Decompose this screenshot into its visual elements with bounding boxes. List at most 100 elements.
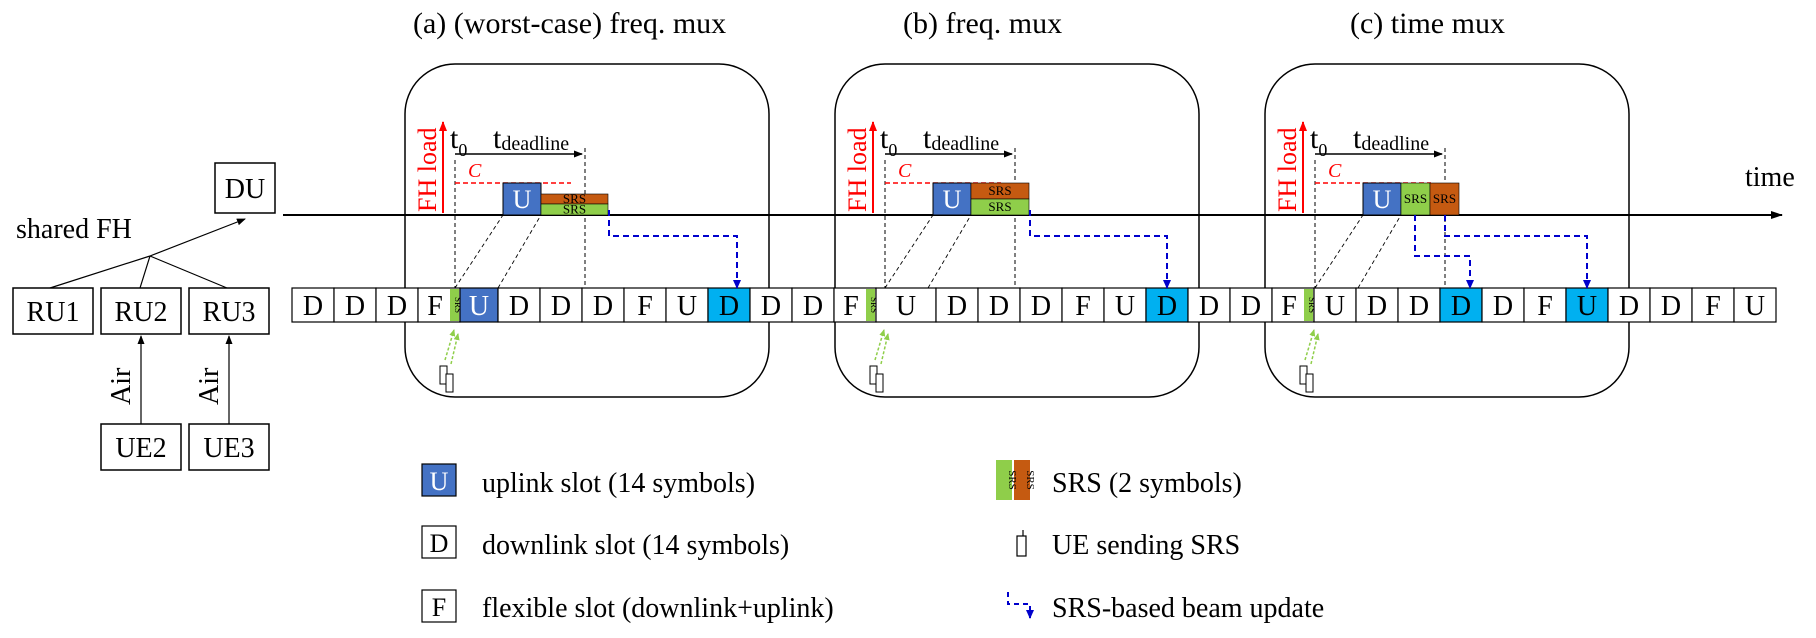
- srs-a-green: [540, 203, 609, 216]
- fh-uplink-letter: U: [1373, 185, 1392, 214]
- legend-flexible-text: flexible slot (downlink+uplink): [482, 593, 834, 624]
- du-label: DU: [225, 174, 265, 205]
- slot-19: [1103, 287, 1147, 323]
- srs-c-green-label: SRS: [1404, 191, 1427, 206]
- fh-load-label: FH load: [1273, 128, 1302, 213]
- legend: U uplink slot (14 symbols) D downlink sl…: [421, 460, 1324, 624]
- legend-beam-text: SRS-based beam update: [1052, 593, 1324, 624]
- fh-load-label: FH load: [413, 128, 442, 213]
- slot-letter-25: D: [1367, 291, 1387, 322]
- slot-8: [623, 287, 667, 323]
- slot-9: [665, 287, 709, 323]
- legend-srs-green-label: SRS: [1006, 470, 1018, 490]
- slot-letter-15: D: [947, 291, 967, 322]
- slot-letter-31: D: [1619, 291, 1639, 322]
- panel-frame-b: [834, 63, 1200, 398]
- slot-letter-6: D: [551, 291, 571, 322]
- ue2-box: [100, 423, 182, 471]
- srs-b-orange-label: SRS: [988, 183, 1011, 198]
- panel-title-b: (b) freq. mux: [903, 7, 1062, 40]
- legend-ue-icon: [1016, 530, 1027, 557]
- shared-fh-label: shared FH: [16, 214, 132, 245]
- slot-1: [333, 287, 377, 323]
- ue3-label: UE3: [203, 433, 254, 464]
- beam-update-c-1: [1414, 215, 1474, 289]
- slot-11: [749, 287, 793, 323]
- tdeadline-label: tdeadline: [923, 122, 999, 155]
- slot-letter-29: F: [1537, 291, 1553, 322]
- slot-20: [1145, 287, 1189, 323]
- slot-letter-12: D: [803, 291, 823, 322]
- slot-letter-21: D: [1199, 291, 1219, 322]
- fh-uplink-block: [502, 182, 542, 216]
- fh-uplink-block: [1362, 182, 1402, 216]
- slot-29: [1523, 287, 1567, 323]
- ru1-link: [49, 255, 151, 289]
- map-line-2: [497, 214, 542, 289]
- srs-uplink-arrow-1: [444, 329, 456, 361]
- ru2-box: [100, 287, 182, 335]
- map-line-2: [927, 214, 972, 289]
- slot-letter-24: U: [1325, 291, 1345, 322]
- ue-icon-2: [875, 373, 884, 393]
- ru2-link: [139, 255, 151, 289]
- slot-27: [1439, 287, 1483, 323]
- slot-letter-22: D: [1241, 291, 1261, 322]
- slot-srs-label-13: SRS: [869, 297, 879, 313]
- air-label-ue3: Air: [194, 367, 225, 405]
- legend-uplink-text: uplink slot (14 symbols): [482, 468, 755, 499]
- ue3-box: [188, 423, 270, 471]
- capacity-label: C: [1328, 160, 1342, 182]
- beam-update-c-2: [1444, 215, 1591, 289]
- legend-ue-text: UE sending SRS: [1052, 530, 1240, 561]
- legend-uplink-letter: U: [430, 467, 449, 496]
- capacity-label: C: [468, 160, 482, 182]
- slot-letter-19: U: [1115, 291, 1135, 322]
- ue-icon-2: [445, 373, 454, 393]
- slot-15: [935, 287, 979, 323]
- ue-icon-2: [1305, 373, 1314, 393]
- slot-letter-32: D: [1661, 291, 1681, 322]
- air-label-ue2: Air: [106, 367, 137, 405]
- slot-letter-26: D: [1409, 291, 1429, 322]
- slot-letter-34: U: [1745, 291, 1765, 322]
- slot-letter-5: D: [509, 291, 529, 322]
- tdeadline-label: tdeadline: [493, 122, 569, 155]
- slot-letter-23: F: [1281, 291, 1297, 322]
- slot-letter-28: D: [1493, 291, 1513, 322]
- slot-letter-1: D: [345, 291, 365, 322]
- fh-uplink-letter: U: [943, 185, 962, 214]
- legend-flexible-letter: F: [432, 593, 446, 622]
- shared-fh-link: [149, 218, 246, 257]
- map-line-2: [1357, 214, 1402, 289]
- ue2-label: UE2: [115, 433, 166, 464]
- srs-a-orange-label: SRS: [563, 191, 586, 206]
- time-label: time: [1745, 162, 1795, 193]
- slot-letter-33: F: [1705, 291, 1721, 322]
- panel-frame-c: [1264, 63, 1630, 398]
- panel-title-c: (c) time mux: [1350, 7, 1505, 40]
- fh-uplink-block: [932, 182, 972, 216]
- slot-srs-marker-13: [866, 289, 875, 321]
- slot-letter-11: D: [761, 291, 781, 322]
- legend-uplink-swatch: [421, 463, 457, 497]
- srs-b-green-label: SRS: [988, 199, 1011, 214]
- ru1-label: RU1: [27, 297, 80, 328]
- slot-srs-label-23: SRS: [1307, 297, 1317, 313]
- slot-34: [1733, 287, 1777, 323]
- slot-letter-0: D: [303, 291, 323, 322]
- network-topology: DU shared FH RU1 RU2 RU3 UE2 UE3 Air Air: [12, 162, 276, 471]
- slot-letter-13: F: [843, 291, 859, 322]
- srs-c-orange-label: SRS: [1433, 191, 1456, 206]
- slot-letter-16: D: [989, 291, 1009, 322]
- slot-letter-30: U: [1577, 291, 1597, 322]
- ru1-box: [12, 287, 94, 335]
- slot-letter-7: D: [593, 291, 613, 322]
